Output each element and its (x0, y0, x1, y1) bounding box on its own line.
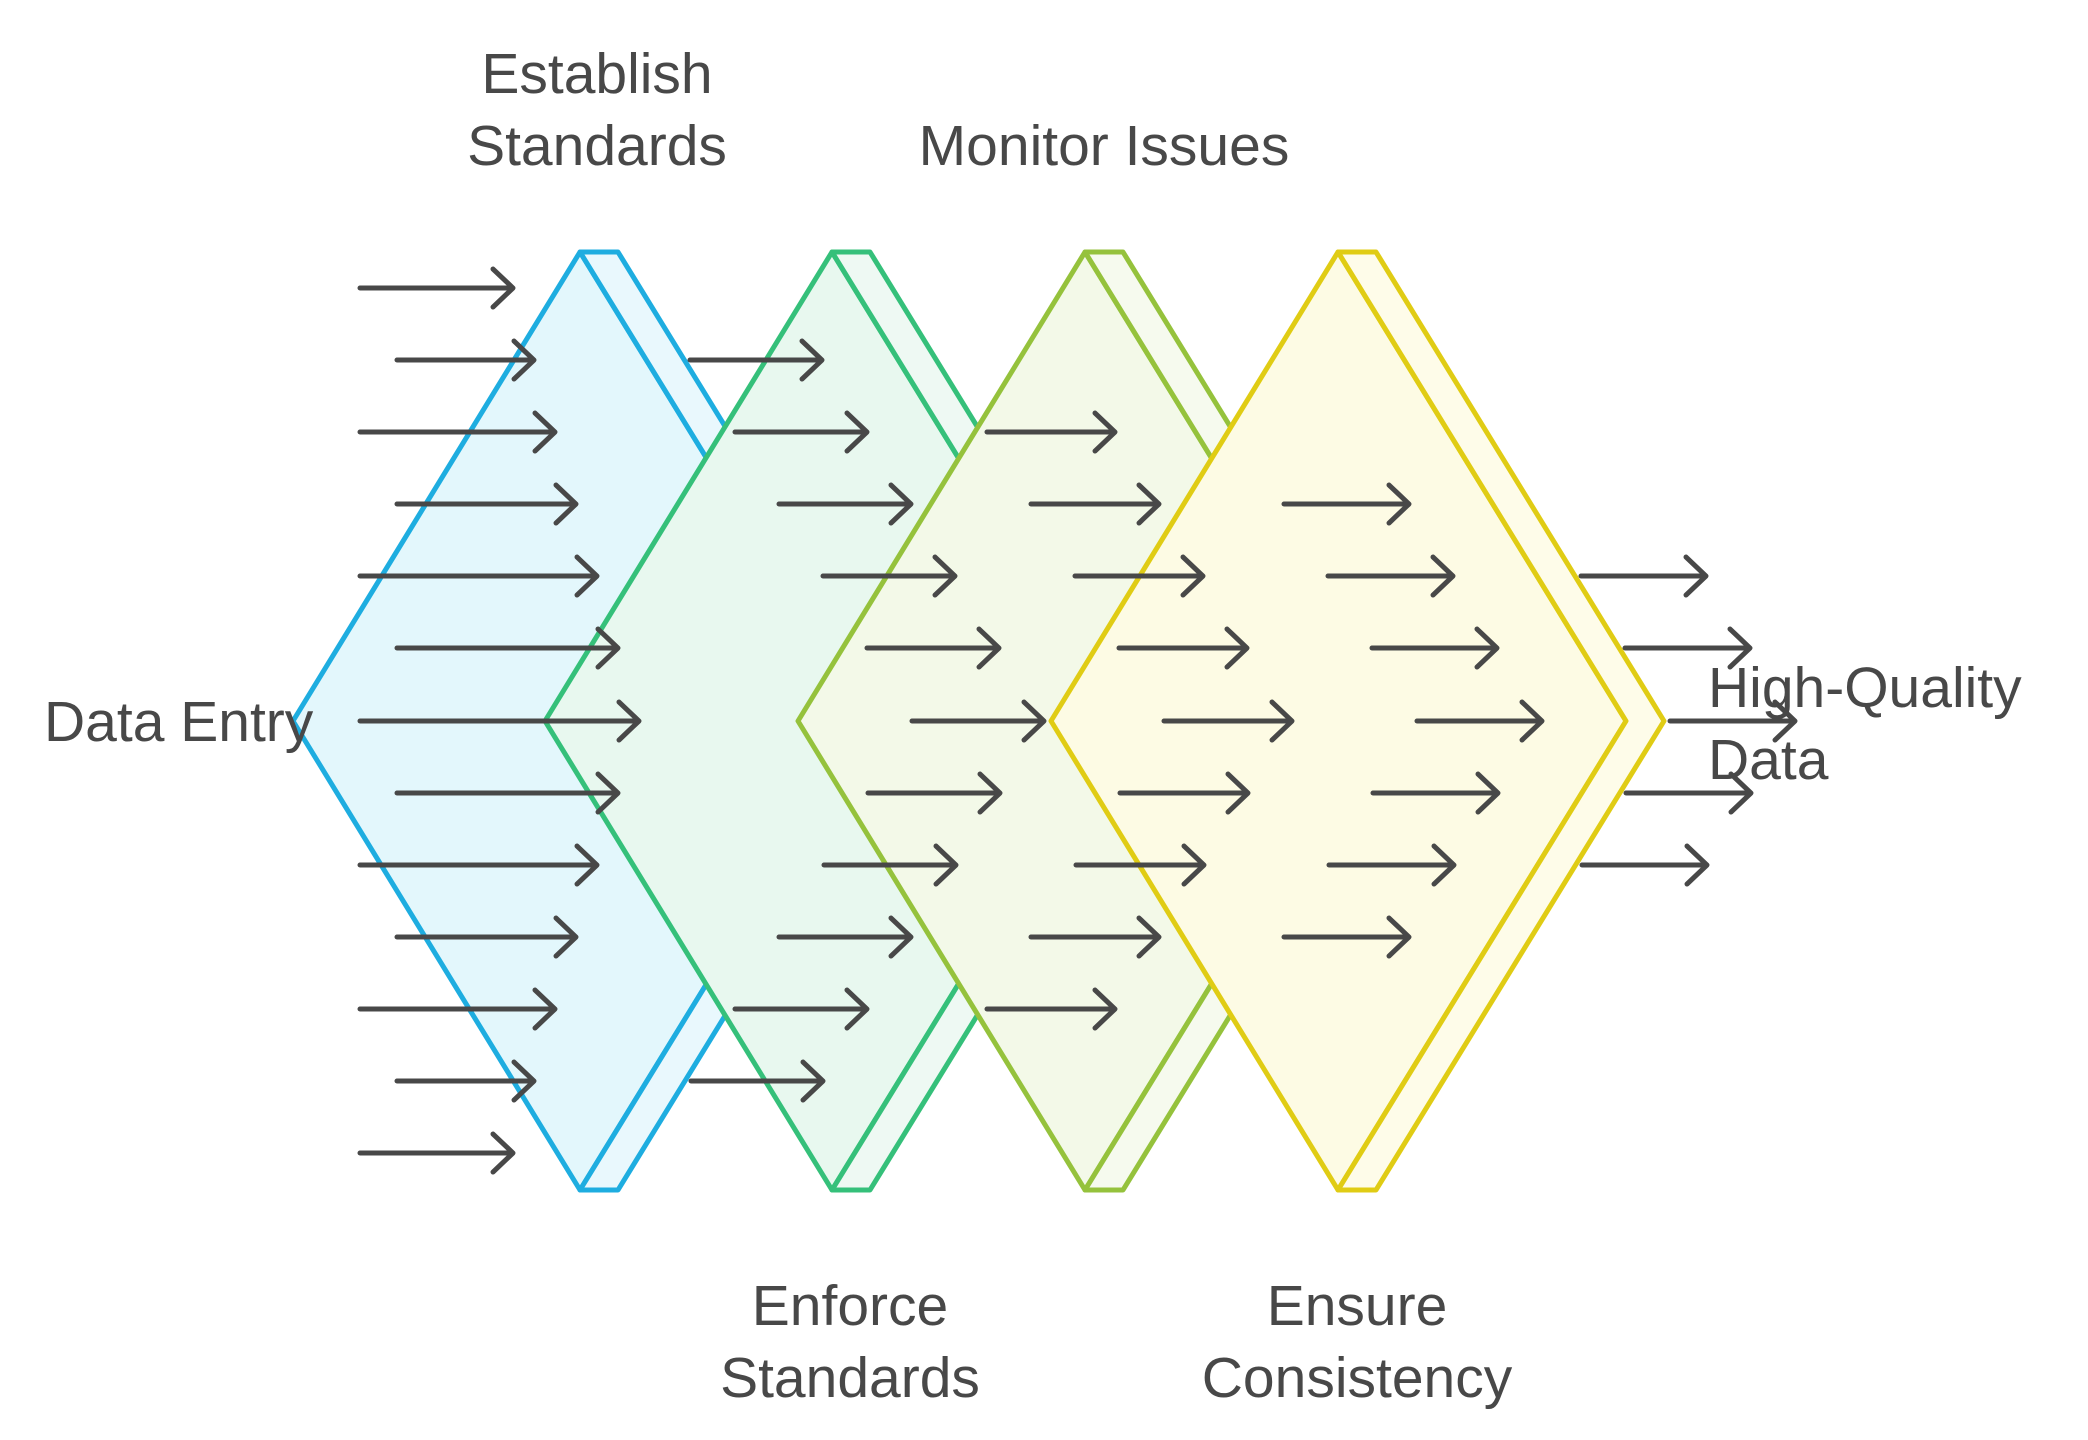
stage-1-output-arrow-10 (776, 915, 914, 959)
input-arrow-9 (357, 843, 600, 887)
stage-1-output-arrow-6 (864, 626, 1002, 670)
stage-4-label-line-2: Consistency (1201, 1346, 1513, 1410)
stage-2-label-line-1: Enforce (751, 1274, 949, 1338)
stage-3-output-arrow-9 (1326, 843, 1457, 887)
stage-4-output-arrow-7 (1667, 699, 1798, 743)
stage-1-output-arrow-11 (732, 987, 870, 1031)
stage-3-output-arrow-5 (1325, 554, 1456, 598)
stage-2-output-arrow-5 (1072, 554, 1206, 598)
stage-1-output-arrow-12 (688, 1059, 826, 1103)
stage-1-label-line-1: Establish (481, 42, 713, 106)
stage-3-output-arrow-4 (1281, 482, 1412, 526)
stage-4-output-arrow-5 (1578, 554, 1709, 598)
stage-1-output-arrow-9 (821, 843, 959, 887)
input-arrow-4 (394, 482, 579, 526)
input-arrow-6 (394, 626, 621, 670)
stage-2-output-arrow-8 (1117, 771, 1251, 815)
stage-4-label-line-1: Ensure (1266, 1274, 1448, 1338)
input-arrow-5 (357, 554, 600, 598)
stage-2-output-arrow-9 (1073, 843, 1207, 887)
stage-2-output-arrow-3 (984, 410, 1118, 454)
stage-2-output-arrow-10 (1028, 915, 1162, 959)
stage-2-label-line-2: Standards (720, 1346, 980, 1410)
stage-1-output-arrow-2 (687, 338, 825, 382)
stage-1-output-arrow-5 (820, 554, 958, 598)
input-arrow-2 (394, 338, 537, 382)
stage-2-output-arrow-7 (1161, 699, 1295, 743)
output-label-line-2: Data (1708, 728, 1829, 792)
stage-4-output-arrow-6 (1622, 626, 1753, 670)
stage-4-output-arrow-9 (1579, 843, 1710, 887)
output-label-line-1: High-Quality (1708, 656, 2022, 720)
stage-1-output-arrow-8 (865, 771, 1003, 815)
input-label: Data Entry (44, 690, 314, 754)
stage-3-output-arrow-6 (1369, 626, 1500, 670)
input-arrow-1 (357, 266, 516, 310)
stage-3-output-arrow-8 (1370, 771, 1501, 815)
input-arrow-7 (357, 699, 642, 743)
stage-3-label-line-1: Monitor Issues (918, 114, 1290, 178)
output-label: High-Quality Data (1708, 652, 2022, 796)
stage-1-output-arrow-7 (909, 699, 1047, 743)
filter-stages (290, 249, 1667, 1193)
input-arrow-11 (357, 987, 558, 1031)
stage-4-output-arrow-8 (1623, 771, 1754, 815)
stage-2-output-arrow-6 (1116, 626, 1250, 670)
stage-2-output-arrow-11 (984, 987, 1118, 1031)
filter-stage-4-edge (1335, 249, 1667, 1193)
input-arrow-8 (394, 771, 621, 815)
stage-3-label: Monitor Issues (919, 110, 1290, 182)
stage-3-output-arrow-10 (1281, 915, 1412, 959)
stage-1-label-line-2: Standards (467, 114, 727, 178)
input-arrow-3 (357, 410, 558, 454)
input-arrow-12 (394, 1059, 537, 1103)
stage-1-output-arrow-3 (732, 410, 870, 454)
stage-1-label: Establish Standards (467, 38, 727, 182)
flow-arrows (357, 266, 1798, 1175)
input-arrow-13 (357, 1131, 516, 1175)
stage-4-label: Ensure Consistency (1202, 1270, 1512, 1414)
stage-3-output-arrow-7 (1414, 699, 1545, 743)
input-arrow-10 (394, 915, 579, 959)
filter-stage-4 (1048, 249, 1667, 1193)
stage-2-label: Enforce Standards (720, 1270, 980, 1414)
stage-2-output-arrow-4 (1028, 482, 1162, 526)
stage-1-output-arrow-4 (776, 482, 914, 526)
